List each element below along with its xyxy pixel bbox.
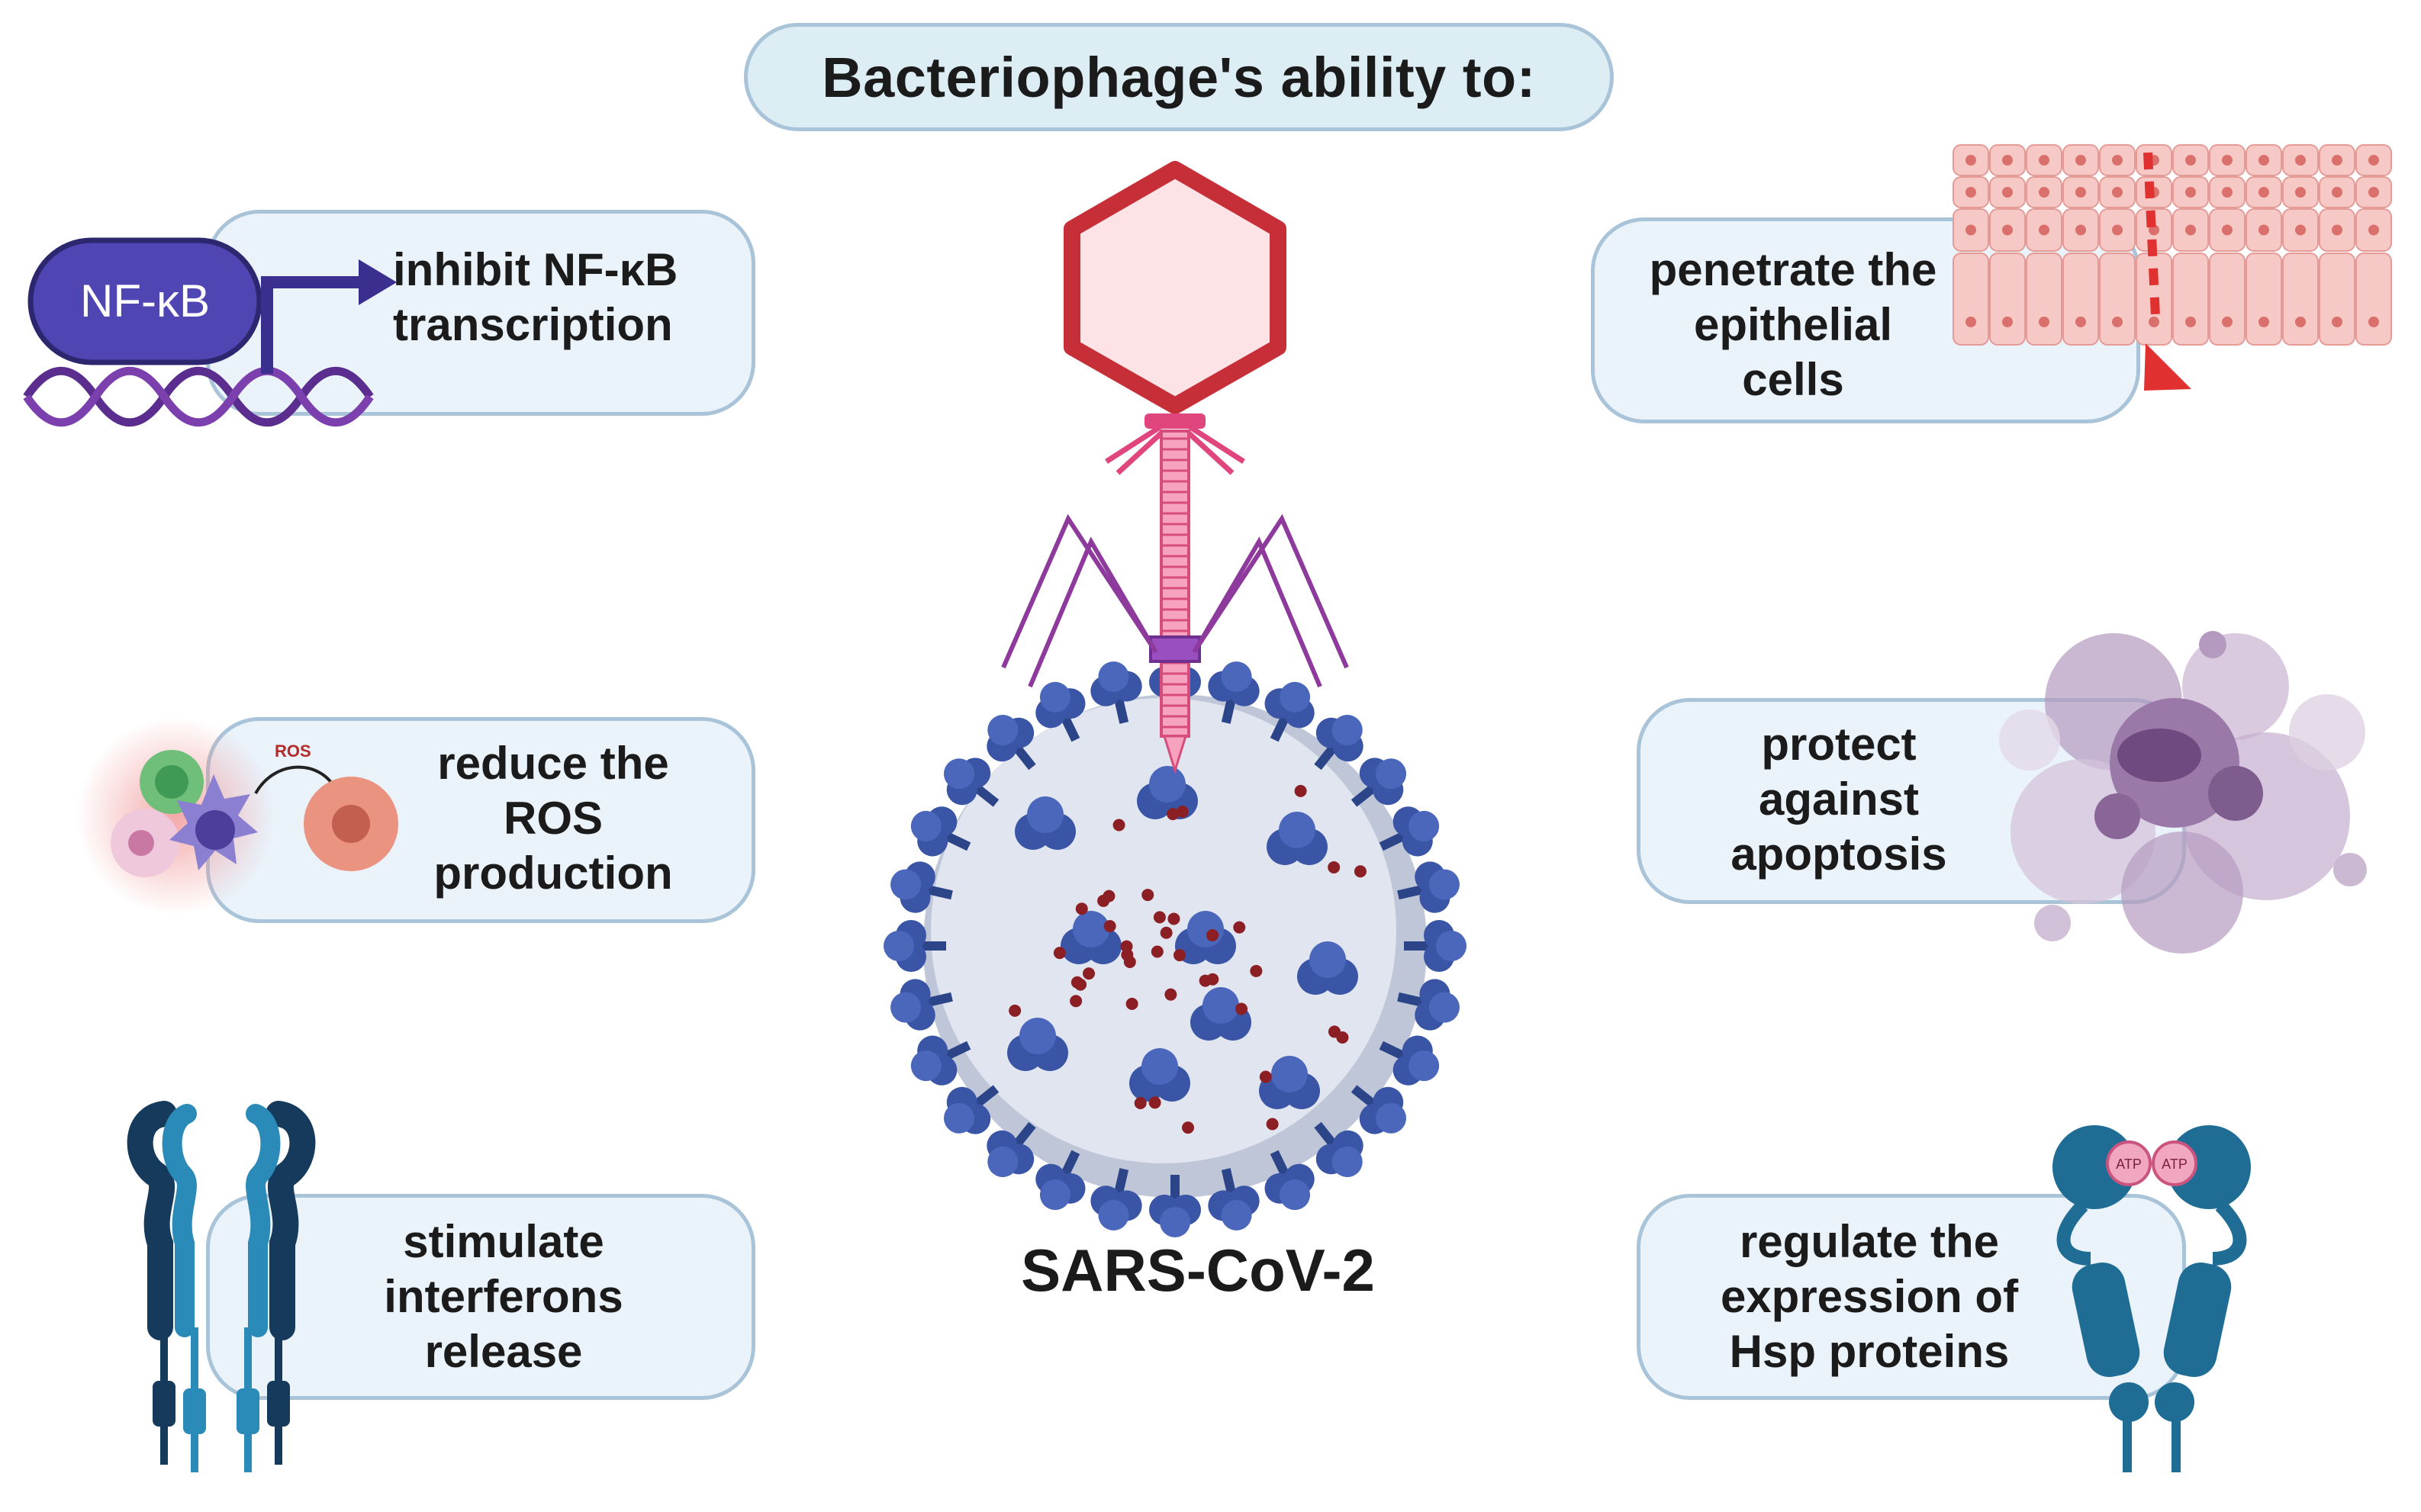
apoptotic-cell-icon xyxy=(1999,631,2367,954)
hsp-dimer-icon: ATP ATP xyxy=(2052,1125,2251,1472)
interferon-receptor-icon xyxy=(127,1101,316,1472)
epithelial-layer-icon xyxy=(1953,144,2392,391)
diagram-title: Bacteriophage's ability to: xyxy=(822,45,1536,109)
nfkb-dna-icon: NF-κB xyxy=(23,237,397,427)
ability-epithelial-label: penetrate the epithelial cells xyxy=(1649,244,1937,405)
ros-icon-text: ROS xyxy=(275,742,311,761)
immune-cells-ros-icon: ROS xyxy=(76,717,398,915)
title-pill: Bacteriophage's ability to: xyxy=(744,23,1614,131)
sars-cov-2-label: SARS-CoV-2 xyxy=(1021,1237,1375,1304)
ability-ros-pill xyxy=(206,717,755,923)
sars-cov-2-virion xyxy=(884,655,1466,1237)
nfkb-icon-text: NF-κB xyxy=(80,275,210,327)
ability-nfkb-label: inhibit NF-κB transcription xyxy=(393,244,678,350)
ability-nfkb-pill xyxy=(206,210,755,416)
bacteriophage-icon xyxy=(1001,161,1349,775)
hsp-atp-text-left: ATP xyxy=(2116,1157,2142,1172)
ability-hsp-label: regulate the expression of Hsp proteins xyxy=(1720,1216,2019,1377)
ability-ros-label: reduce the ROS production xyxy=(433,738,673,899)
hsp-atp-text-right: ATP xyxy=(2162,1157,2188,1172)
ability-interferon-label: stimulate interferons release xyxy=(384,1216,623,1377)
ability-apoptosis-label: protect against apoptosis xyxy=(1730,719,1947,880)
